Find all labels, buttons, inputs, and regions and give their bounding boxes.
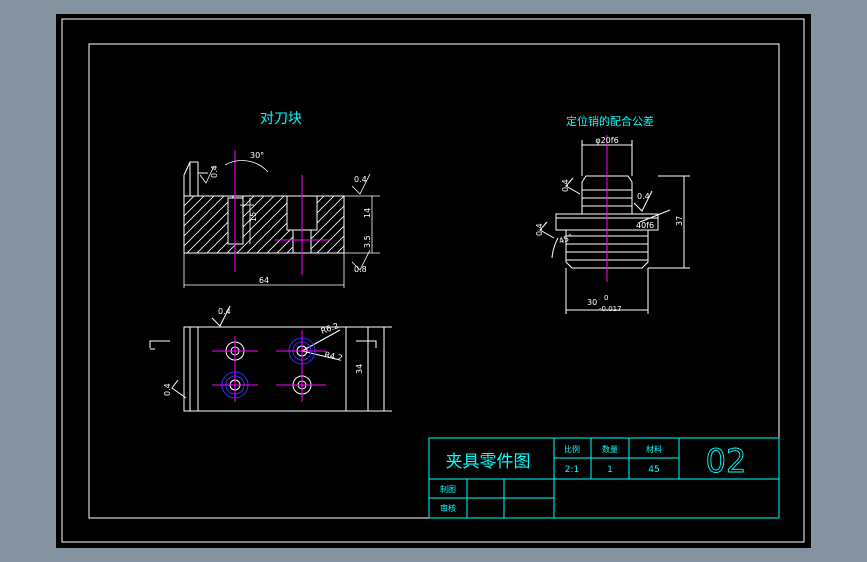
front-roughness-top-left: 0.4: [210, 165, 219, 178]
title-block-material-label: 材料: [646, 444, 662, 454]
front-dim-height-lower: 3.5: [363, 235, 372, 248]
front-angle: 30°: [250, 151, 264, 160]
title-block-checked-label: 审核: [440, 503, 456, 513]
top-radius-2: R4.2: [324, 350, 344, 363]
title-block-drawing-number: 02: [706, 442, 747, 480]
title-block-qty-value: 1: [607, 465, 613, 475]
pin-dim-base-lower: -0.017: [599, 305, 622, 313]
top-roughness-left: 0.4: [163, 383, 172, 396]
title-block-qty-label: 数量: [602, 444, 618, 454]
title-block-drawn-label: 制图: [440, 484, 456, 494]
pin-dia-top: φ20f6: [595, 136, 618, 145]
front-dim-height-upper: 14: [363, 208, 372, 218]
outer-frame: [61, 18, 805, 543]
title-block-title: 夹具零件图: [446, 452, 531, 472]
title-block-material-value: 45: [648, 465, 659, 475]
front-dim-inner-height: 15: [249, 212, 258, 222]
pin-roughness-right: 0.4: [637, 192, 650, 201]
top-roughness-top: 0.4: [218, 307, 231, 316]
pin-dim-base-upper: 0: [604, 294, 608, 302]
pin-fit: 40f6: [636, 221, 654, 230]
top-dim-height: 34: [355, 364, 364, 374]
title-block: [428, 437, 780, 519]
pin-dim-base-nominal: 30: [587, 298, 597, 307]
title-block-scale-value: 2:1: [565, 465, 579, 475]
front-dim-width: 64: [259, 276, 269, 285]
front-roughness-right-bottom: 0.8: [354, 265, 367, 274]
cutter-block-title: 对刀块: [260, 111, 302, 127]
pin-roughness-left-top: 0.4: [561, 179, 570, 192]
front-roughness-right-top: 0.4: [354, 175, 367, 184]
pin-roughness-left-bottom: 0.4: [535, 223, 544, 236]
cutter-block-top-view: [149, 305, 392, 412]
paper-outer: [56, 14, 811, 548]
title-block-scale-label: 比例: [564, 444, 580, 454]
pin-dim-height: 37: [675, 216, 684, 226]
pin-fit-title: 定位销的配合公差: [566, 114, 654, 128]
